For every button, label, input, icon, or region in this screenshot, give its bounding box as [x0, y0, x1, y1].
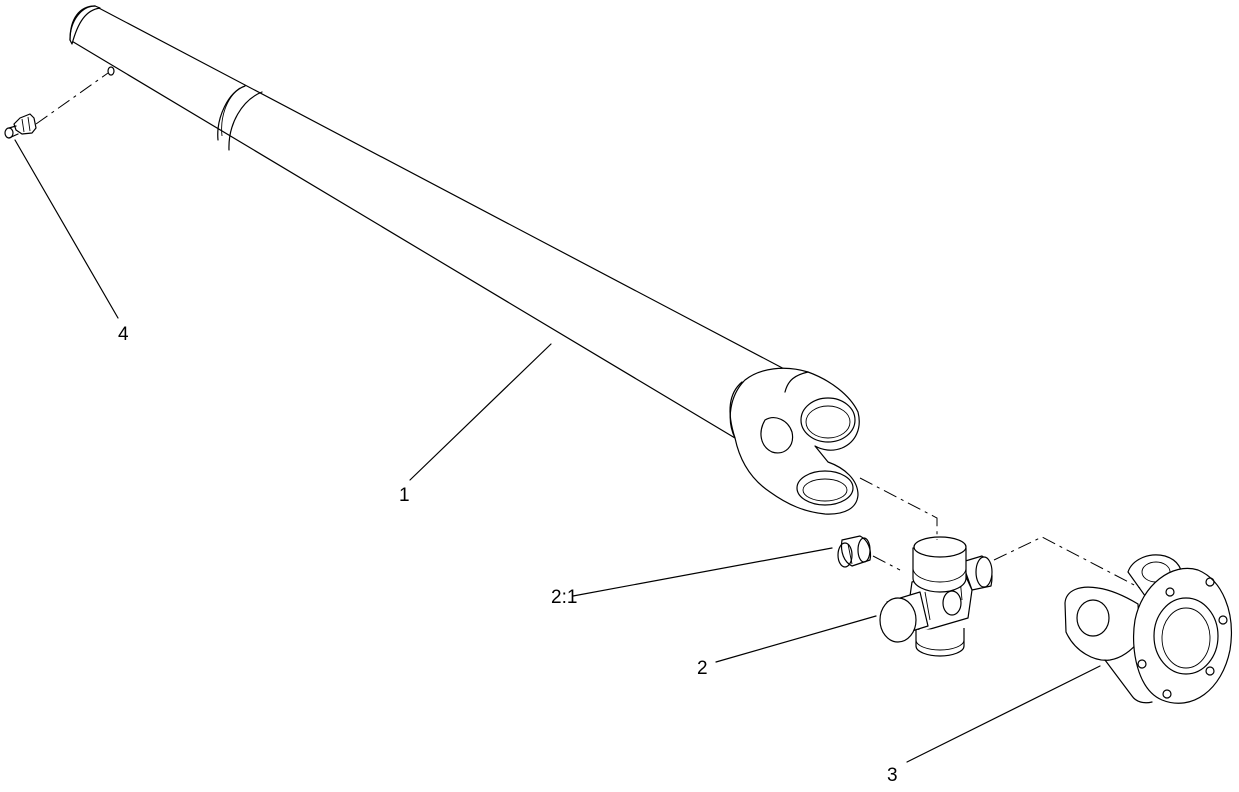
cross-to-flange-alignment-line: [993, 536, 1141, 589]
drive-shaft-tube: [69, 5, 791, 439]
leader-line-3: [906, 665, 1101, 763]
callout-label-2: 2: [697, 658, 708, 679]
leader-line-2-1: [572, 547, 833, 597]
bearing-cup-alignment-line: [872, 555, 901, 571]
grease-fitting: [4, 113, 37, 139]
callout-label-3: 3: [887, 765, 898, 786]
leader-line-2: [715, 615, 877, 663]
leader-line-4: [14, 139, 119, 319]
leader-line-1: [409, 343, 552, 481]
callout-label-2-1: 2:1: [551, 587, 577, 608]
tube-end-yoke: [729, 367, 860, 515]
grease-fitting-alignment-line: [35, 72, 109, 125]
flange-yoke: [1064, 554, 1232, 704]
callout-label-1: 1: [399, 485, 410, 506]
bearing-cup: [837, 535, 872, 568]
callout-label-4: 4: [118, 324, 129, 345]
yoke-to-cross-alignment-line: [859, 477, 938, 540]
universal-joint-cross: [879, 536, 993, 657]
